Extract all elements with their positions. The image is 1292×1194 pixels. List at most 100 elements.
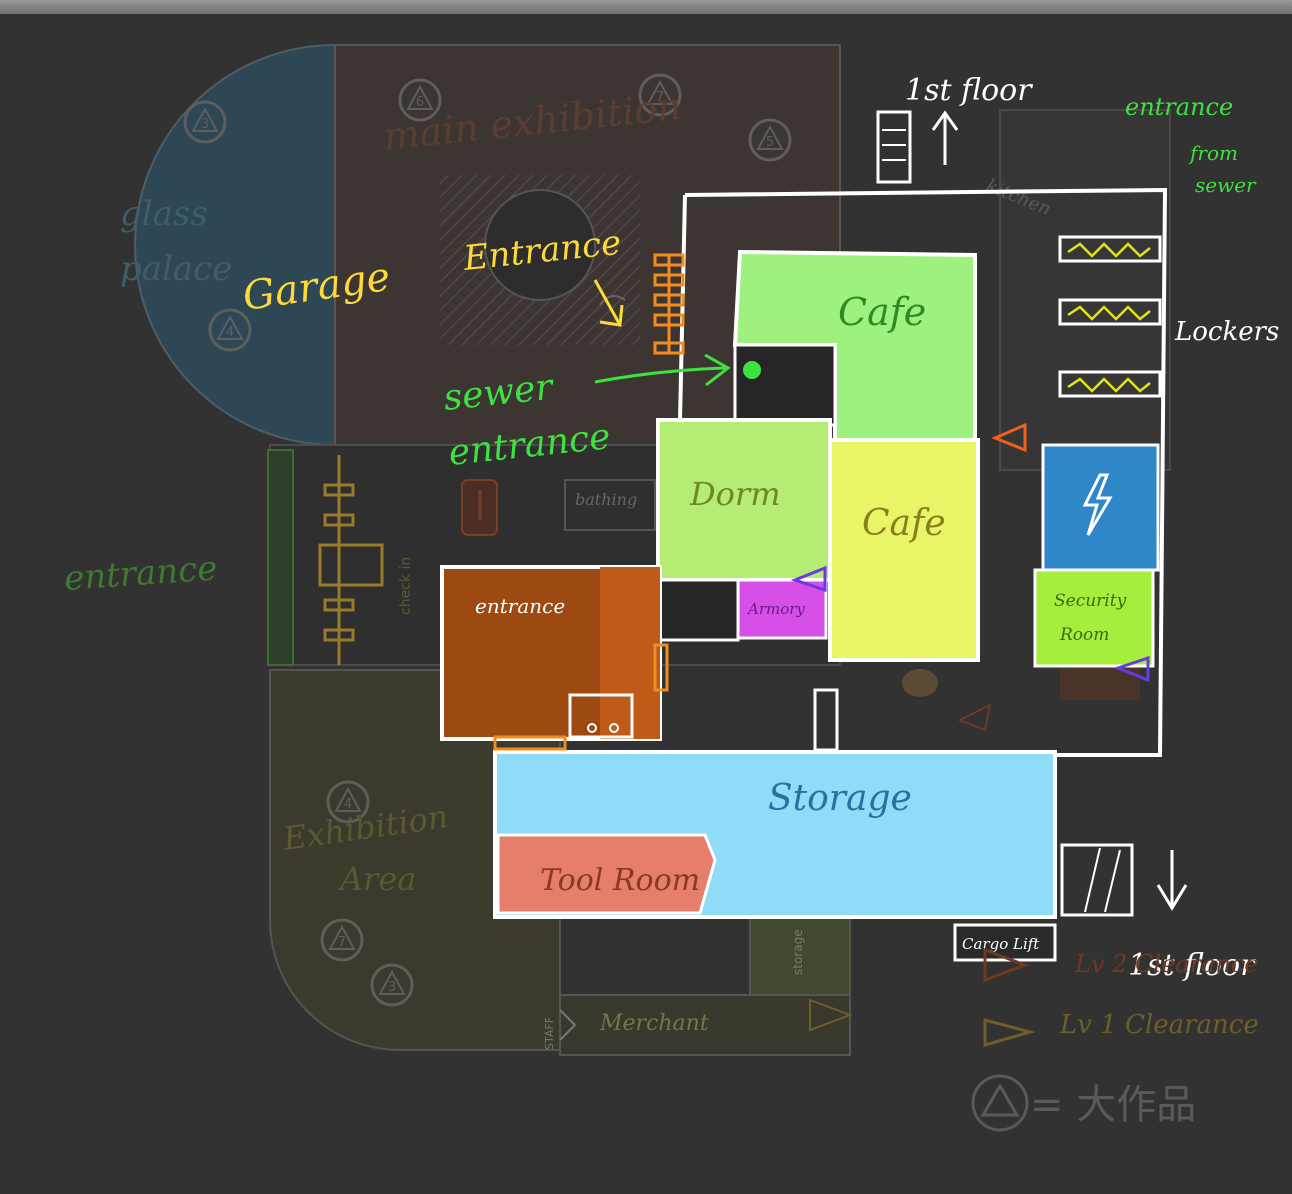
armory-label: Armory (746, 600, 805, 618)
lv2-legend-label: Lv 2 Clearance (1074, 950, 1258, 978)
check-in-label: check in (398, 557, 414, 615)
exhibit-triangle-icon (406, 84, 434, 110)
faded-doors (318, 455, 384, 665)
exhibit-marker-icon (183, 100, 227, 144)
security-room (1033, 568, 1155, 668)
lv1-legend-icon (983, 1018, 1036, 1047)
security-line-1: Security (1054, 591, 1127, 611)
cafe-bottom-label: Cafe (862, 503, 946, 544)
exhibit-triangle-icon (191, 106, 219, 132)
bathing-label: bathing (575, 490, 637, 509)
dorm-room (656, 418, 832, 582)
faded-blob (902, 669, 938, 697)
exhibit-triangle-icon (334, 786, 362, 812)
cargo-lift (953, 923, 1057, 962)
legend: Lv 2 Clearance Lv 1 Clearance = 大作品 (971, 947, 1259, 1132)
exhibition-area-line-2: Area (337, 860, 416, 898)
entrance-from-sewer-label: entrance from sewer (1125, 93, 1257, 197)
stairs-up (876, 110, 912, 184)
orange-doors (493, 253, 685, 751)
exhibit-triangle-icon (328, 924, 356, 950)
storage-small-label: storage (791, 929, 805, 975)
exhibit-number: 3 (201, 117, 209, 132)
glass-palace-line-2: palace (120, 249, 232, 289)
glass-palace-label: glass palace (120, 194, 232, 289)
lv1-door-marker-3 (1113, 655, 1150, 683)
glass-palace-area (134, 43, 336, 447)
exhibit-number: 7 (338, 935, 346, 950)
staff-label: STAFF (543, 1017, 556, 1050)
floor-down-label: 1st floor (1128, 948, 1256, 983)
locker-2 (1058, 298, 1162, 326)
merchant-area (559, 994, 851, 1056)
power-room (1041, 443, 1160, 572)
glass-palace-line-1: glass (120, 194, 208, 234)
masterpiece-legend-label: = 大作品 (1030, 1082, 1196, 1128)
exhibit-number: 4 (344, 797, 352, 812)
entrance-from-sewer-line-2: from (1188, 141, 1238, 165)
exhibit-marker-icon (320, 918, 364, 962)
lightning-bolt-icon (1082, 473, 1113, 536)
kitchen-area (999, 109, 1171, 471)
exhibit-marker-icon (638, 73, 682, 117)
outer-wall (684, 187, 1168, 757)
fountain-circle (484, 189, 596, 301)
exhibit-number: 6 (416, 95, 424, 110)
exhibition-area-zone (269, 669, 561, 1051)
cafe-top-label: Cafe (838, 290, 926, 334)
lv1-legend-label: Lv 1 Clearance (1059, 1010, 1259, 1040)
storage-label: Storage (768, 778, 912, 819)
tool-room-label: Tool Room (540, 863, 700, 898)
exhibit-triangle-icon (756, 124, 784, 150)
armory-room (736, 578, 828, 640)
exhibit-number: 3 (388, 980, 396, 995)
entrance-from-sewer-line-3: sewer (1195, 173, 1257, 197)
lockers-label: Lockers (1174, 317, 1279, 347)
exhibit-markers: 3 4 6 7 5 4 7 3 (183, 73, 792, 1007)
exhibit-marker-icon (398, 78, 442, 122)
exhibit-marker-icon (370, 963, 414, 1007)
restroom-bottom (658, 578, 740, 642)
bathing-area (564, 479, 656, 531)
green-marker-icon (743, 361, 761, 379)
stairs-down (1060, 843, 1134, 917)
storage-small-area (749, 914, 851, 996)
exhibit-triangle-icon (378, 969, 406, 995)
exhibit-triangle-icon (646, 79, 674, 105)
security-line-2: Room (1059, 625, 1109, 645)
exhibit-number: 4 (226, 325, 234, 340)
cargo-lift-label: Cargo Lift (962, 935, 1040, 953)
west-wall (678, 194, 687, 421)
lockers-group (1058, 235, 1162, 398)
dorm-label: Dorm (689, 475, 781, 513)
exhibit-number: 5 (766, 135, 774, 150)
yellow-arrow-icon (593, 279, 624, 327)
restroom-top (733, 343, 837, 427)
entrance-room-shade (600, 567, 660, 739)
locker-1 (1058, 235, 1162, 263)
exhibit-marker-icon (326, 780, 370, 824)
locker-3 (1058, 370, 1162, 398)
entrance-room-label: entrance (475, 594, 565, 618)
window-top-bar (0, 0, 1292, 14)
lv1-door-marker (809, 998, 853, 1032)
floor-up-label: 1st floor (905, 73, 1033, 108)
entrance-from-sewer-line-1: entrance (1125, 93, 1233, 121)
left-entrance-label: entrance (63, 548, 219, 599)
tool-room (496, 833, 717, 915)
security-room-label: Security Room (1054, 591, 1127, 645)
masterpiece-legend-icon (971, 1074, 1029, 1132)
elevator-box-2 (813, 688, 839, 752)
exhibit-number: 7 (656, 90, 664, 105)
lv1-door-marker-2 (790, 565, 827, 593)
cafe-bottom-room (828, 438, 980, 662)
lv2-legend-icon (983, 947, 1030, 983)
merchant-label: Merchant (599, 1011, 709, 1036)
exhibit-triangle-icon (216, 314, 244, 340)
lv2-door-marker (991, 422, 1027, 453)
green-corridor (267, 449, 294, 666)
elevator-box (568, 693, 634, 739)
green-arrow-icon (594, 353, 731, 387)
exhibit-marker-icon (748, 118, 792, 162)
